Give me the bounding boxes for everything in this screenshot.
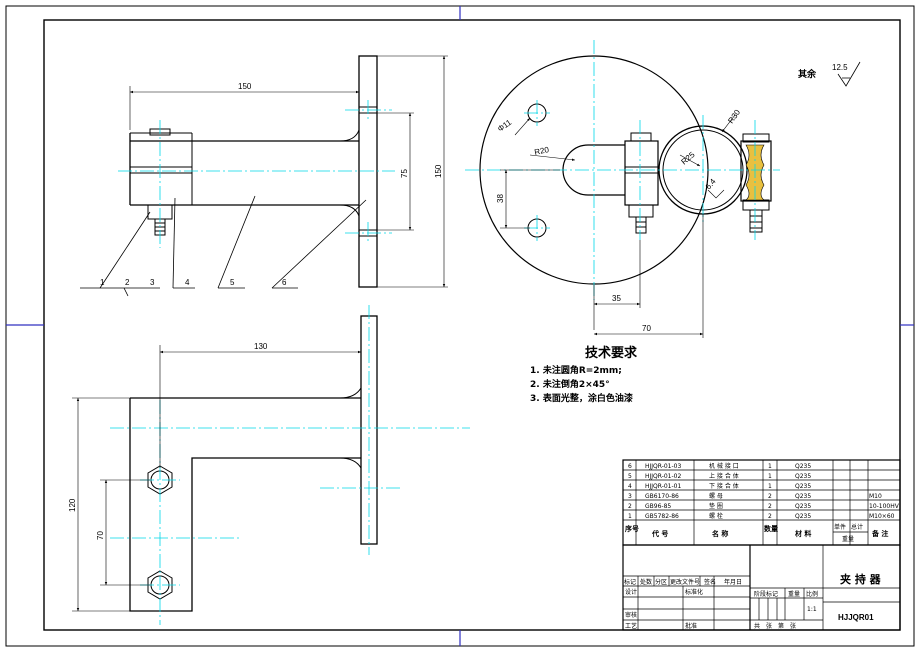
bom-header-name: 名 称 [712,529,728,538]
bom-grid [622,459,901,546]
bom-cell-name: 螺 栓 [709,512,723,520]
bom-cell-material: Q235 [795,463,811,470]
bom-cell-code: GB5782-86 [645,513,679,520]
title-block-grid [622,544,901,631]
bom-cell-material: Q235 [795,473,811,480]
dim-75: 75 [400,169,409,178]
bom-cell-qty: 2 [768,493,772,500]
dim-70-v: 70 [96,531,105,540]
bom-cell-name: 垫 圈 [709,502,723,510]
bom-header-single: 单件 [834,523,846,531]
bom-cell-no: 5 [628,473,632,480]
bom-header-note: 备 注 [871,529,888,538]
tb-sheets: 共 张 第 张 [754,622,796,630]
bom-cell-no: 1 [628,513,632,520]
bom-cell-material: Q235 [795,503,811,510]
bom-cell-name: 下 接 合 体 [709,482,739,490]
dim-70-h: 70 [642,324,651,333]
bom-cell-note: M10 [869,493,882,500]
dim-130: 130 [254,342,268,351]
balloon-5: 5 [230,278,235,287]
balloon-leaders [80,195,367,297]
bom-cell-name: 螺 母 [709,492,723,500]
tb-sign: 签名 [704,578,716,586]
tech-requirement-2: 2. 未注倒角2×45° [530,378,610,390]
top-view [129,315,378,612]
roughness-note-label: 其余 [798,68,817,80]
top-view-dimensions [72,345,361,612]
bom-cell-material: Q235 [795,513,811,520]
front-view-centerlines [118,100,395,248]
bom-cell-material: Q235 [795,493,811,500]
tb-zone: 分区 [655,578,667,586]
bom-cell-code: GB6170-86 [645,493,679,500]
bom-header-total: 总计 [851,523,863,531]
bom-cell-no: 3 [628,493,632,500]
bom-header-weight: 重量 [842,535,854,543]
dim-120: 120 [68,498,77,512]
tb-scale: 比例 [806,590,818,598]
bom-cell-note: M10×60 [869,513,895,520]
bom-cell-no: 2 [628,503,632,510]
balloon-4: 4 [185,278,190,287]
frame-center-marks [6,6,914,646]
bom-cell-code: HJJQR-01-01 [645,483,681,490]
bom-cell-note: 10-100HV [869,503,900,510]
bom-header-material: 材 料 [794,529,811,538]
tech-requirements-title: 技术要求 [585,345,638,361]
tb-process: 工艺 [625,622,637,630]
balloon-1: 1 [100,278,105,287]
tb-design: 设计 [625,588,637,596]
tb-drawing-code: HJJQR01 [838,613,874,622]
tb-standard: 标准化 [685,588,703,596]
tb-count: 处数 [640,578,652,586]
bom-header-qty: 数量 [764,524,778,533]
bom-cell-material: Q235 [795,483,811,490]
tb-stage-mark: 阶段标记 [754,590,778,598]
dim-phi11: Φ11 [496,118,514,134]
bom-cell-code: GB96-85 [645,503,671,510]
dim-r20: R20 [534,145,551,157]
bom-cell-name: 上 接 合 体 [709,472,739,480]
tb-change-doc: 更改文件号 [670,578,700,586]
front-view-dimensions [129,55,448,288]
tb-drawing-name: 夹 持 器 [840,572,882,586]
balloon-3: 3 [150,278,155,287]
bom-cell-qty: 1 [768,463,772,470]
balloon-6: 6 [282,278,287,287]
dim-150-right: 150 [434,164,443,178]
drawing-frame [5,5,915,647]
bom-cell-qty: 1 [768,473,772,480]
dim-r30: R30 [726,108,742,126]
dim-35: 35 [612,294,621,303]
bom-header-no: 序号 [624,524,639,533]
dim-38: 38 [496,194,505,203]
side-view-dimensions [500,114,736,338]
tb-scale-value: 1:1 [807,606,817,613]
tech-requirement-3: 3. 表面光整，涂白色油漆 [530,392,633,404]
dim-150-top: 150 [238,82,252,91]
bom-cell-name: 机 械 接 口 [709,462,739,470]
tb-date: 年月日 [724,578,742,586]
roughness-symbol [837,61,861,87]
front-view [129,55,378,288]
bom-cell-qty: 2 [768,513,772,520]
bom-cell-no: 4 [628,483,632,490]
bom-cell-qty: 2 [768,503,772,510]
balloon-2: 2 [125,278,130,287]
bom-cell-no: 6 [628,463,632,470]
tb-mark: 标记 [624,578,636,586]
bom-cell-code: HJJQR-01-02 [645,473,681,480]
tb-weight: 重量 [788,590,800,598]
bom-cell-code: HJJQR-01-03 [645,463,681,470]
tech-requirement-1: 1. 未注圆角R=2mm; [530,364,622,376]
tb-approve: 批准 [685,622,697,630]
tb-review: 审核 [625,611,637,619]
bom-header-code: 代 号 [651,529,668,538]
dim-r25: R25 [680,150,697,167]
roughness-note-value: 12.5 [832,63,848,72]
bom-cell-qty: 1 [768,483,772,490]
